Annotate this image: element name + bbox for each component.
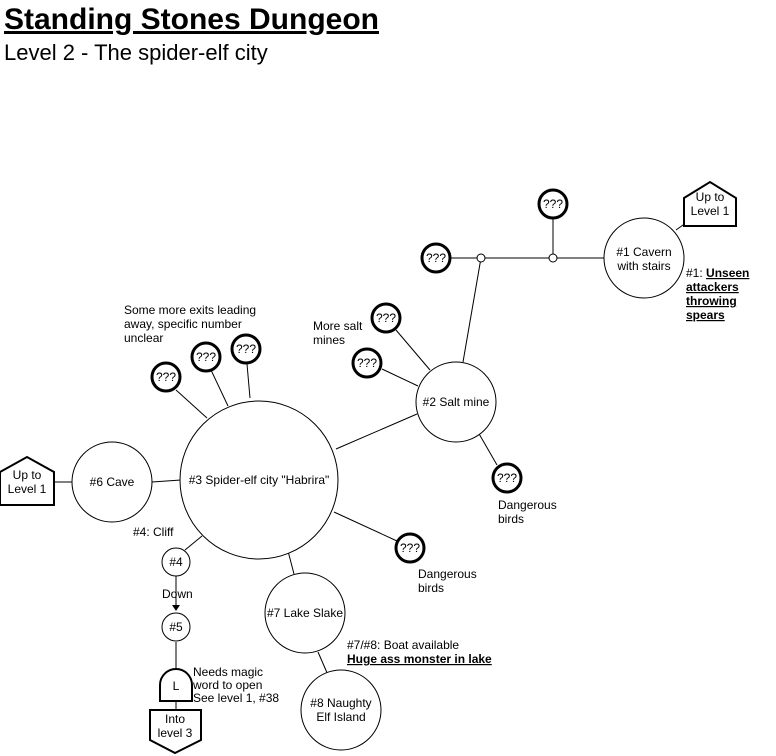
exit-up-west-line2: Level 1 bbox=[8, 482, 47, 496]
room-8-label-line2: Elf Island bbox=[316, 710, 365, 724]
note-more-exits-line1: Some more exits leading bbox=[124, 303, 256, 317]
note-birds-east-line2: birds bbox=[498, 512, 524, 526]
note-attackers-line1: #1: Unseen bbox=[686, 266, 749, 280]
note-magic-line3: See level 1, #38 bbox=[193, 691, 279, 705]
unknown-label: ??? bbox=[426, 251, 446, 265]
lock-label: L bbox=[173, 679, 180, 693]
note-boat: #7/#8: Boat available bbox=[347, 638, 459, 652]
room-2-label: #2 Salt mine bbox=[423, 395, 490, 409]
edge-city-4 bbox=[184, 535, 203, 551]
note-magic-line2: word to open bbox=[192, 678, 262, 692]
unknown-label: ??? bbox=[236, 342, 256, 356]
unknown-exit-g: ??? bbox=[230, 333, 262, 365]
unknown-label: ??? bbox=[357, 356, 377, 370]
room-4: #4 bbox=[161, 547, 191, 577]
page-title: Standing Stones Dungeon bbox=[4, 3, 379, 36]
junction-west bbox=[476, 253, 486, 263]
edge-city-unknown-f bbox=[210, 369, 229, 407]
room-1-label-line1: #1 Cavern bbox=[616, 245, 671, 259]
exit-level3-line2: level 3 bbox=[158, 726, 193, 740]
note-attackers: #1: Unseen attackers throwing spears bbox=[686, 266, 749, 322]
unknown-exit-c: ??? bbox=[370, 302, 402, 334]
exit-up-level1-east: Up to Level 1 bbox=[683, 180, 737, 227]
room-7-label: #7 Lake Slake bbox=[267, 606, 343, 620]
exit-up-west-line1: Up to bbox=[13, 468, 42, 482]
unknown-exit-birds-south: ??? bbox=[394, 532, 426, 564]
note-attackers-line3: throwing bbox=[686, 294, 737, 308]
unknown-label: ??? bbox=[376, 311, 396, 325]
room-1-label-line2: with stairs bbox=[616, 259, 670, 273]
edge-junction-salt bbox=[462, 257, 482, 363]
room-8-label-line1: #8 Naughty bbox=[310, 696, 371, 710]
unknown-exit-e: ??? bbox=[150, 361, 182, 393]
note-cliff: #4: Cliff bbox=[133, 525, 174, 539]
edge-salt-unknown-birds bbox=[477, 431, 498, 466]
note-magic-line1: Needs magic bbox=[193, 665, 263, 679]
edge-lake-island bbox=[317, 651, 329, 676]
note-more-exits-line2: away, specific number bbox=[124, 317, 242, 331]
exit-up-east-line1: Up to bbox=[696, 190, 725, 204]
note-birds-east-line1: Dangerous bbox=[498, 498, 557, 512]
unknown-label: ??? bbox=[400, 541, 420, 555]
note-more-salt-line2: mines bbox=[313, 333, 345, 347]
unknown-label: ??? bbox=[156, 370, 176, 384]
note-more-exits: Some more exits leading away, specific n… bbox=[124, 303, 256, 345]
room-3-label: #3 Spider-elf city "Habrira" bbox=[189, 473, 330, 487]
note-more-exits-line3: unclear bbox=[124, 331, 163, 345]
room-2-salt-mine: #2 Salt mine bbox=[415, 361, 497, 443]
unknown-exit-b: ??? bbox=[537, 188, 569, 220]
unknown-exit-a: ??? bbox=[420, 242, 452, 274]
connections bbox=[54, 218, 691, 710]
edge-city-unknown-birds bbox=[333, 511, 398, 542]
down-arrowhead bbox=[172, 605, 180, 611]
room-6-cave: #6 Cave bbox=[71, 441, 153, 523]
note-birds-south-line1: Dangerous bbox=[418, 567, 477, 581]
note-birds-south-line2: birds bbox=[418, 581, 444, 595]
room-8-island: #8 Naughty Elf Island bbox=[300, 669, 382, 751]
note-down: Down bbox=[162, 587, 193, 601]
unknown-label: ??? bbox=[497, 471, 517, 485]
unknown-exit-d: ??? bbox=[351, 347, 383, 379]
note-birds-east: Dangerous birds bbox=[498, 498, 557, 526]
unknown-exit-birds-east: ??? bbox=[491, 462, 523, 494]
note-magic-word: Needs magic word to open See level 1, #3… bbox=[192, 665, 279, 705]
exit-up-level1-west: Up to Level 1 bbox=[0, 455, 55, 506]
exit-level3-line1: Into bbox=[165, 712, 185, 726]
room-5-label: #5 bbox=[169, 620, 183, 634]
edge-salt-unknown-d bbox=[381, 368, 419, 387]
room-7-lake: #7 Lake Slake bbox=[264, 572, 346, 654]
room-5: #5 bbox=[161, 612, 191, 642]
room-1-cavern: #1 Cavern with stairs bbox=[603, 217, 685, 299]
note-monster: Huge ass monster in lake bbox=[347, 652, 492, 666]
page-subtitle: Level 2 - The spider-elf city bbox=[4, 40, 268, 65]
room-4-label: #4 bbox=[169, 555, 183, 569]
edge-city-lake bbox=[287, 550, 295, 575]
room-3-city: #3 Spider-elf city "Habrira" bbox=[179, 400, 339, 560]
exit-into-level3: Into level 3 bbox=[149, 709, 202, 755]
note-more-salt: More salt mines bbox=[313, 319, 363, 347]
note-birds-south: Dangerous birds bbox=[418, 567, 477, 595]
unknown-exit-f: ??? bbox=[190, 341, 222, 373]
edge-city-unknown-e bbox=[175, 389, 208, 419]
edge-city-unknown-g bbox=[246, 363, 251, 399]
room-6-label: #6 Cave bbox=[90, 475, 135, 489]
edge-salt-unknown-c bbox=[395, 329, 431, 371]
junction-east bbox=[548, 253, 558, 263]
unknown-label: ??? bbox=[196, 350, 216, 364]
exit-up-east-line2: Level 1 bbox=[691, 204, 730, 218]
note-attackers-line2: attackers bbox=[686, 280, 739, 294]
unknown-label: ??? bbox=[543, 197, 563, 211]
edge-city-cave bbox=[151, 479, 182, 483]
edge-city-salt bbox=[335, 413, 418, 450]
note-attackers-line4: spears bbox=[686, 308, 725, 322]
locked-door: L bbox=[159, 668, 193, 702]
note-more-salt-line1: More salt bbox=[313, 319, 363, 333]
